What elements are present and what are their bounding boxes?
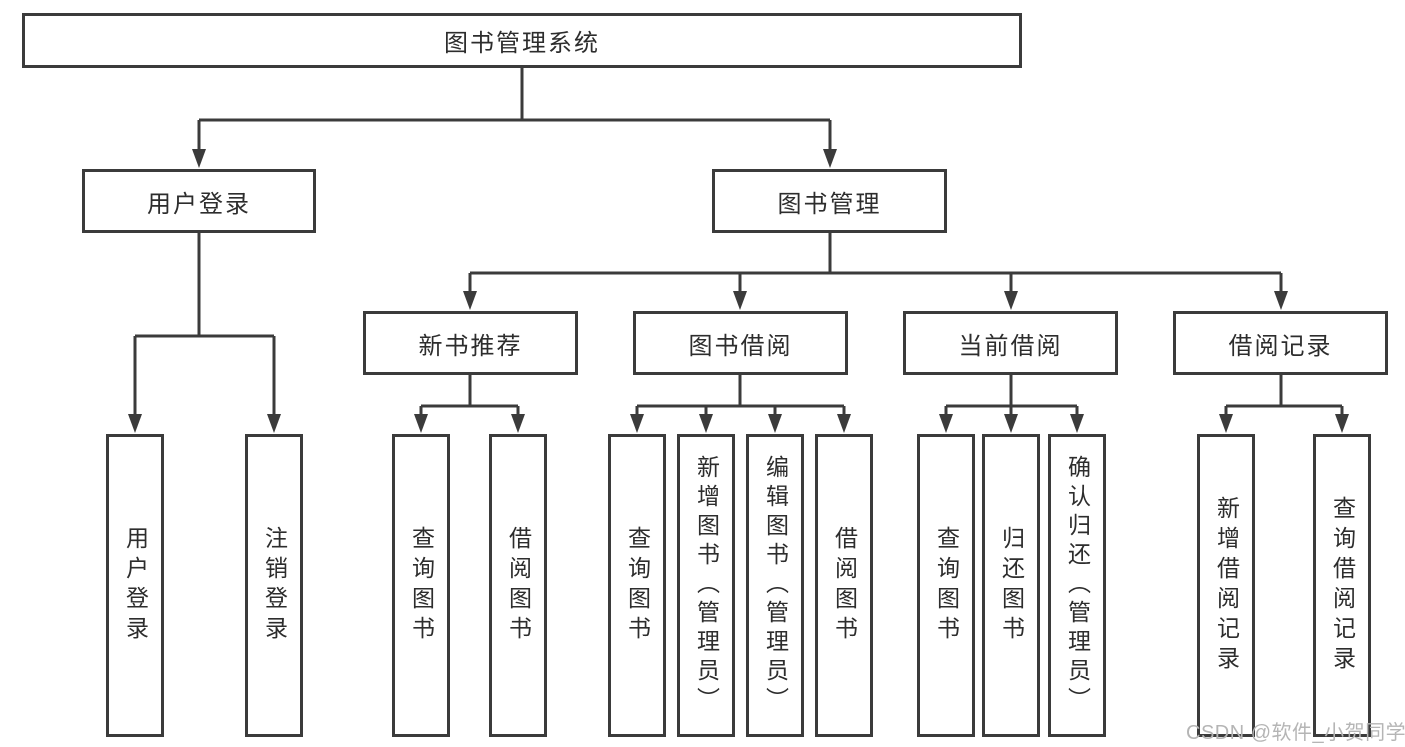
leaf-user-login: 用户登录 (106, 434, 164, 737)
arrowhead (414, 414, 428, 433)
leaf-label: 注销登录 (261, 525, 288, 646)
node-current-borrowing: 当前借阅 (903, 311, 1118, 375)
leaf-label: 新增借阅记录 (1213, 495, 1240, 676)
arrowhead (1004, 414, 1018, 433)
leaf-label: 编辑图书（管理员） (762, 455, 789, 716)
leaf-borrow-books: 借阅图书 (815, 434, 873, 737)
arrowhead (768, 414, 782, 433)
leaf-add-books-admin: 新增图书（管理员） (677, 434, 735, 737)
connector-borrow-records-children (1219, 375, 1349, 433)
leaf-label: 确认归还（管理员） (1064, 455, 1091, 716)
arrowhead (1335, 414, 1349, 433)
leaf-label: 查询图书 (408, 525, 435, 646)
leaf-label: 借阅图书 (831, 525, 858, 646)
node-book-borrowing: 图书借阅 (633, 311, 848, 375)
arrowhead (733, 291, 747, 310)
leaf-return-books: 归还图书 (982, 434, 1040, 737)
leaf-query-books-current: 查询图书 (917, 434, 975, 737)
connector-current-borrow-children (939, 375, 1084, 433)
leaf-label: 查询借阅记录 (1329, 495, 1356, 676)
leaf-edit-books-admin: 编辑图书（管理员） (746, 434, 804, 737)
arrowhead (699, 414, 713, 433)
node-new-book-recommend: 新书推荐 (363, 311, 578, 375)
node-user-login: 用户登录 (82, 169, 316, 233)
arrowhead (823, 149, 837, 168)
leaf-label: 用户登录 (122, 525, 149, 646)
arrowhead (1274, 291, 1288, 310)
leaf-label: 查询图书 (624, 525, 651, 646)
arrowhead (511, 414, 525, 433)
node-book-management: 图书管理 (712, 169, 947, 233)
connector-root-to-level2 (192, 68, 837, 168)
arrowhead (939, 414, 953, 433)
arrowhead (267, 414, 281, 433)
leaf-label: 归还图书 (998, 525, 1025, 646)
leaf-query-books-recommend: 查询图书 (392, 434, 450, 737)
arrowhead (837, 414, 851, 433)
leaf-label: 新增图书（管理员） (693, 455, 720, 716)
arrowhead (1004, 291, 1018, 310)
connector-new-book-children (414, 375, 525, 433)
arrowhead (1219, 414, 1233, 433)
leaf-label: 借阅图书 (505, 525, 532, 646)
connector-book-borrow-children (630, 375, 851, 433)
arrowhead (192, 149, 206, 168)
arrowhead (1070, 414, 1084, 433)
arrowhead (630, 414, 644, 433)
node-library-management-system: 图书管理系统 (22, 13, 1022, 68)
connector-user-login-children (128, 233, 281, 433)
csdn-watermark: CSDN @软件_小贺同学 (1186, 722, 1405, 744)
leaf-query-borrow-record: 查询借阅记录 (1313, 434, 1371, 737)
leaf-add-borrow-record: 新增借阅记录 (1197, 434, 1255, 737)
arrowhead (128, 414, 142, 433)
leaf-logout: 注销登录 (245, 434, 303, 737)
leaf-label: 查询图书 (933, 525, 960, 646)
leaf-query-books-borrow: 查询图书 (608, 434, 666, 737)
leaf-confirm-return-admin: 确认归还（管理员） (1048, 434, 1106, 737)
arrowhead (463, 291, 477, 310)
node-borrow-records: 借阅记录 (1173, 311, 1388, 375)
leaf-borrow-books-recommend: 借阅图书 (489, 434, 547, 737)
connector-book-mgmt-to-level3 (463, 233, 1288, 310)
